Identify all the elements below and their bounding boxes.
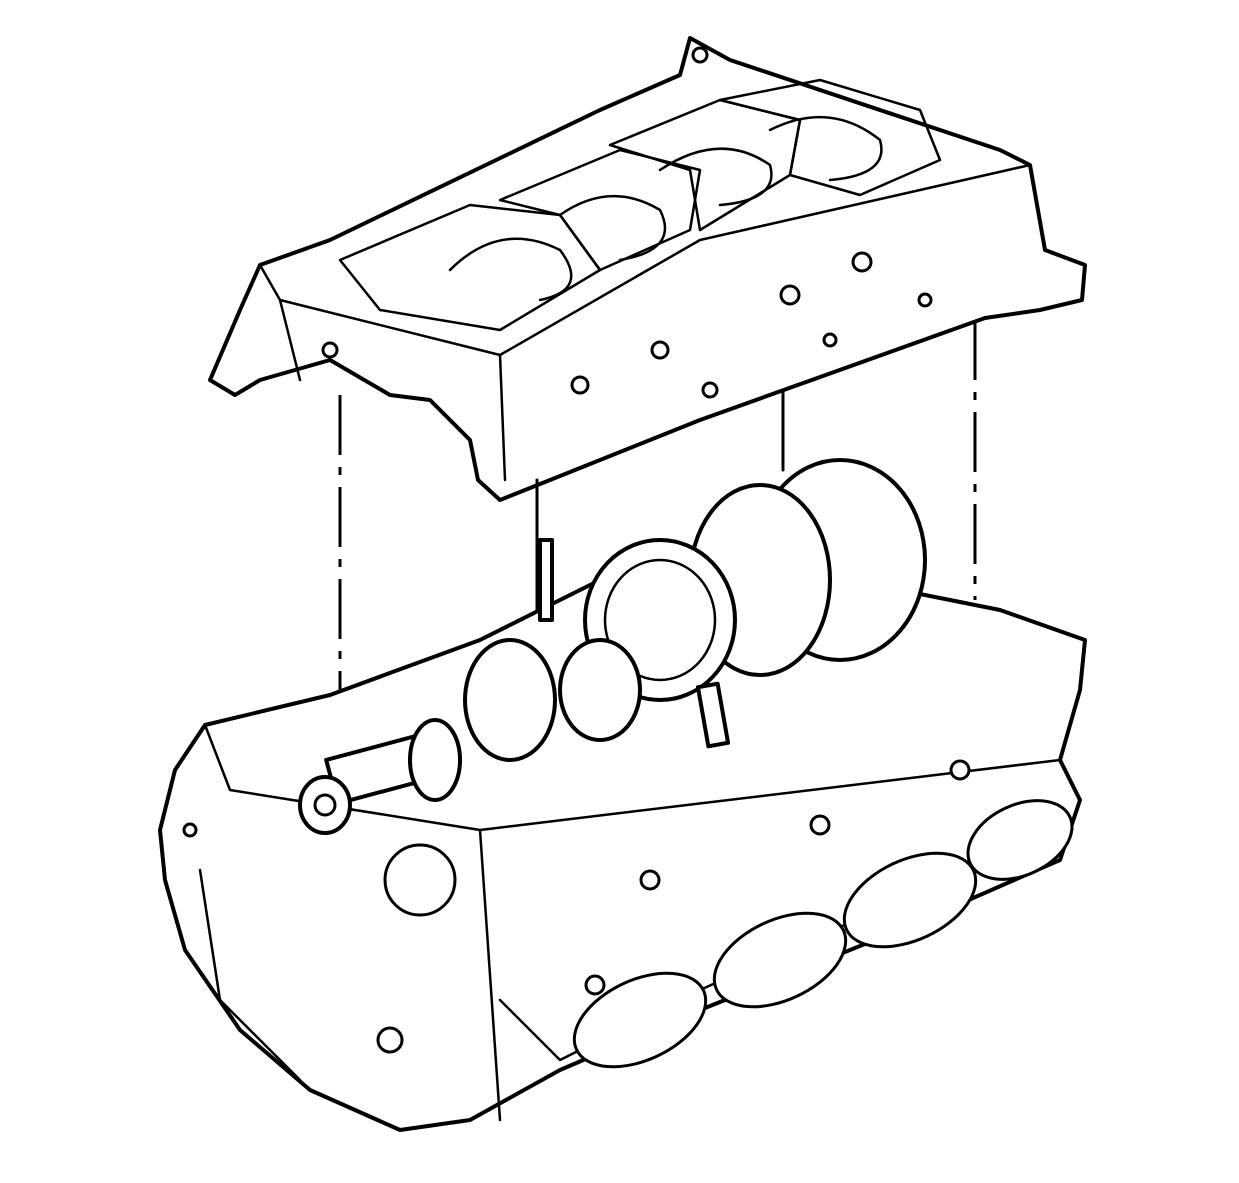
engine-block bbox=[158, 578, 1087, 1132]
crankcase-bedplate bbox=[208, 36, 1087, 502]
crankshaft bbox=[298, 458, 927, 835]
